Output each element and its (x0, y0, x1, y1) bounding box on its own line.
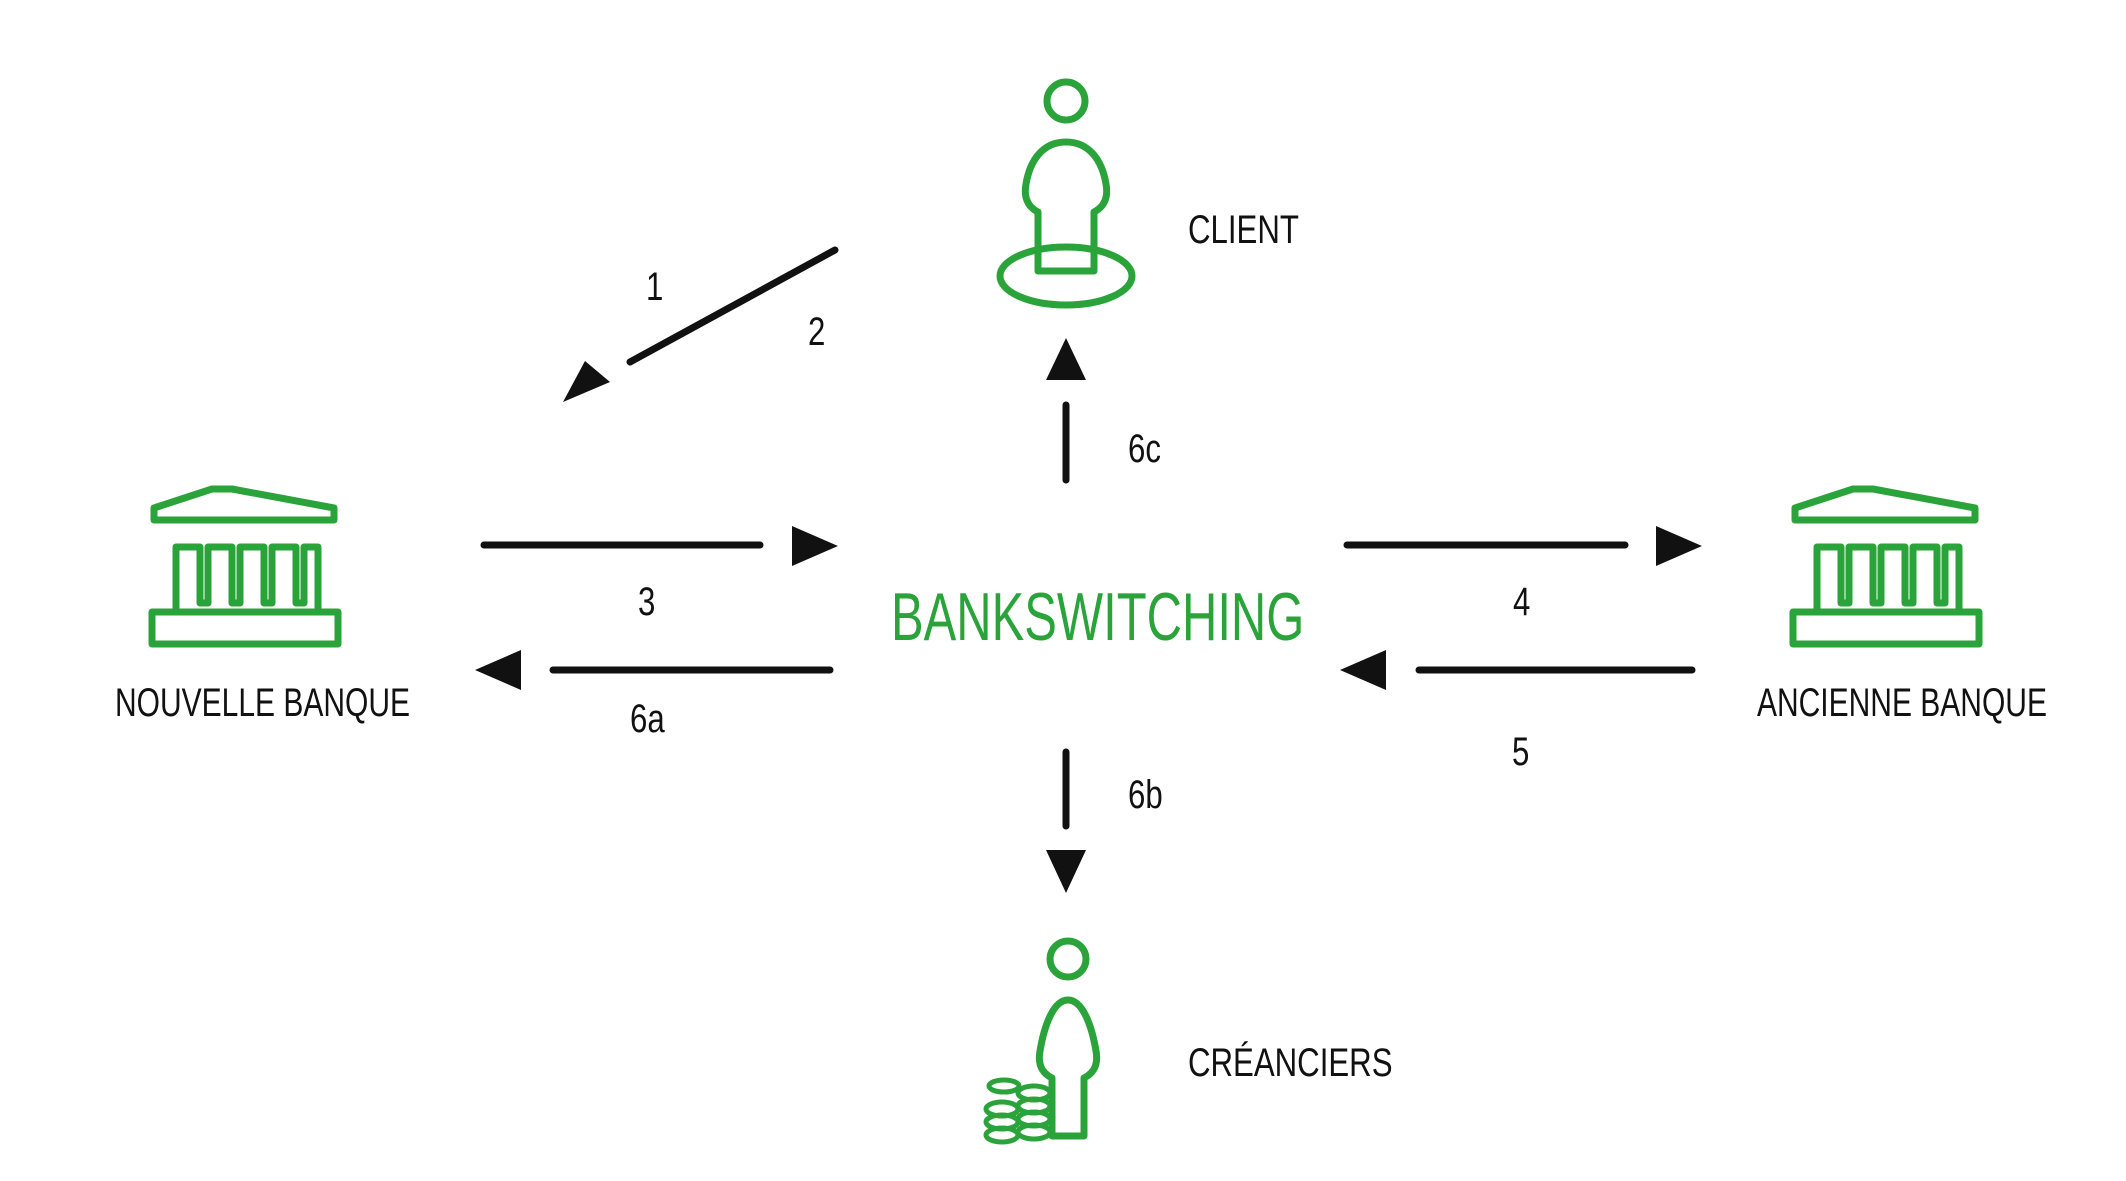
new-bank-label: NOUVELLE BANQUE (115, 681, 410, 725)
step-1: 1 (646, 264, 663, 309)
coins-icon (983, 1077, 1053, 1145)
arrow-6a (475, 650, 834, 690)
step-4: 4 (1513, 579, 1530, 624)
creditors-label: CRÉANCIERS (1188, 1040, 1393, 1085)
new-bank-icon (148, 485, 342, 648)
arrow-6c (1046, 338, 1086, 484)
arrow-3 (480, 526, 838, 566)
old-bank-icon (1789, 485, 1983, 648)
center-label: BANKSWITCHING (891, 578, 1304, 655)
step-3: 3 (638, 579, 655, 624)
arrow-6b (1046, 748, 1086, 893)
arrow-1-2 (563, 246, 839, 402)
step-6a: 6a (630, 696, 665, 741)
step-5: 5 (1512, 729, 1529, 774)
client-label: CLIENT (1188, 207, 1299, 252)
step-6b: 6b (1128, 772, 1163, 817)
client-icon (996, 78, 1136, 309)
step-6c: 6c (1128, 426, 1161, 471)
arrow-4 (1343, 526, 1702, 566)
step-2: 2 (808, 309, 825, 354)
arrow-5 (1340, 650, 1696, 690)
old-bank-label: ANCIENNE BANQUE (1757, 681, 2047, 725)
creditors-icon (1035, 937, 1101, 1140)
step-labels: 1 2 3 6a 4 5 6c 6b (630, 264, 1530, 817)
